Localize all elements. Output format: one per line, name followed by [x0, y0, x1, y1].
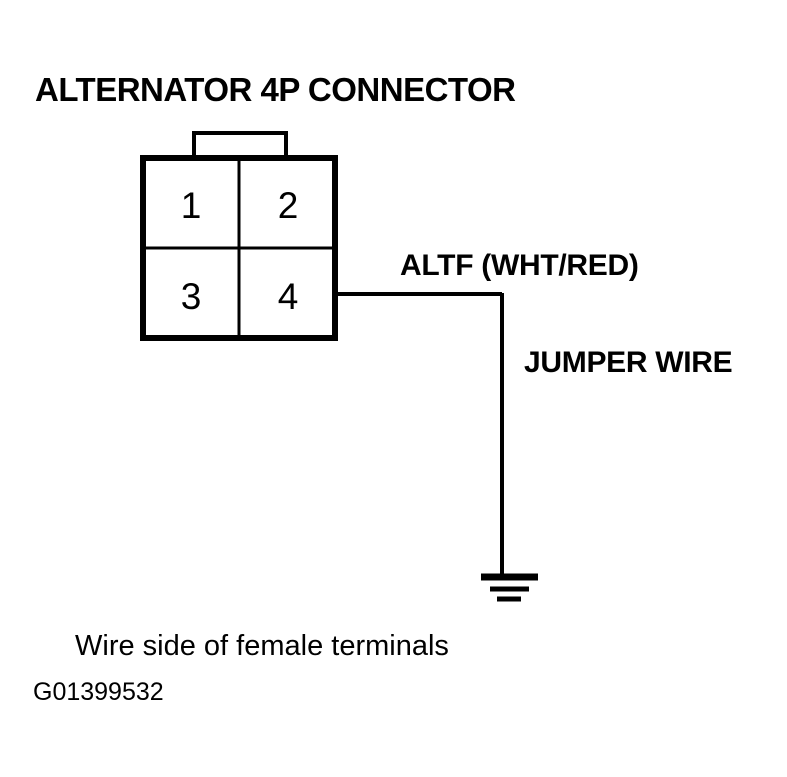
figure-code: G01399532: [33, 678, 164, 706]
pin-label-1: 1: [181, 185, 202, 226]
diagram-title: ALTERNATOR 4P CONNECTOR: [35, 71, 516, 108]
connector-locking-tab: [192, 131, 288, 159]
pin-label-4: 4: [278, 276, 299, 317]
pin-label-2: 2: [278, 185, 299, 226]
figure-caption: Wire side of female terminals: [75, 630, 449, 662]
pin-label-3: 3: [181, 276, 202, 317]
ground-symbol: [481, 573, 538, 602]
jumper-wire-label: JUMPER WIRE: [524, 346, 732, 379]
connector-pin-dividers: [143, 158, 335, 338]
altf-wire-label: ALTF (WHT/RED): [400, 249, 639, 282]
